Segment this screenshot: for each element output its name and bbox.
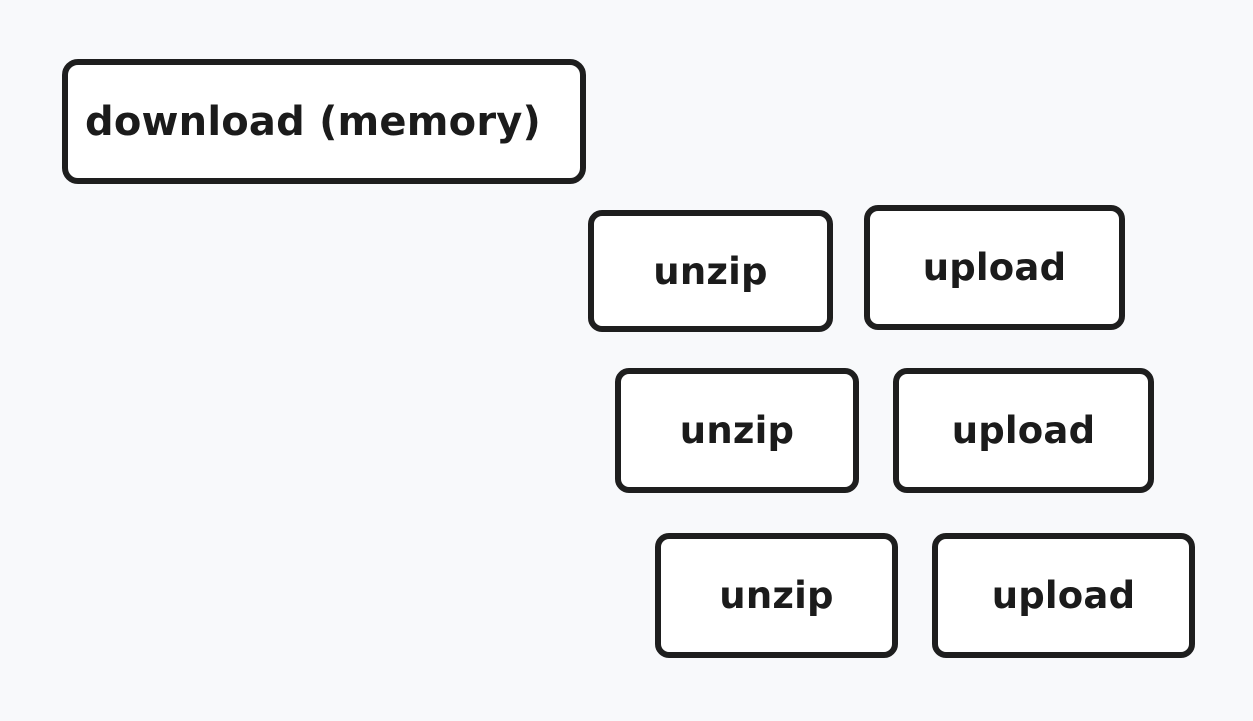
upload-node-1-label: upload — [922, 246, 1067, 289]
download-memory-node[interactable]: download (memory) — [62, 59, 586, 184]
unzip-node-3-label: unzip — [719, 574, 834, 617]
unzip-node-1[interactable]: unzip — [588, 210, 833, 332]
unzip-node-2[interactable]: unzip — [615, 368, 859, 493]
upload-node-3-label: upload — [991, 574, 1136, 617]
upload-node-2[interactable]: upload — [893, 368, 1154, 493]
unzip-node-1-label: unzip — [653, 249, 768, 293]
upload-node-2-label: upload — [951, 409, 1096, 452]
download-memory-node-label: download (memory) — [84, 98, 542, 145]
upload-node-1[interactable]: upload — [864, 205, 1125, 330]
unzip-node-2-label: unzip — [679, 409, 795, 452]
upload-node-3[interactable]: upload — [932, 533, 1195, 658]
unzip-node-3[interactable]: unzip — [655, 533, 898, 658]
